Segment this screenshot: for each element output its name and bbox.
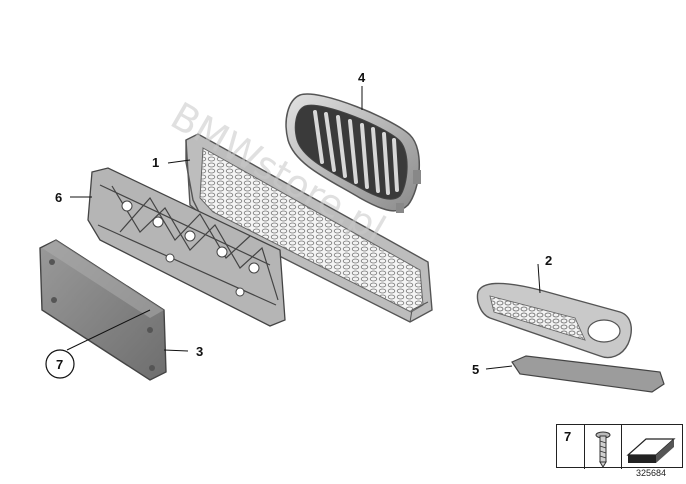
callout-3: 3 bbox=[196, 344, 203, 359]
trim-strip-part bbox=[511, 355, 665, 393]
diagram-reference-number: 325684 bbox=[636, 468, 667, 478]
callout-2: 2 bbox=[545, 253, 552, 268]
callout-4: 4 bbox=[358, 70, 366, 85]
licence-plate-base-part bbox=[39, 239, 167, 381]
legend-divider bbox=[584, 425, 585, 469]
callout-7-marker: 7 bbox=[45, 349, 75, 379]
legend-divider bbox=[621, 425, 622, 469]
side-grille-part bbox=[476, 282, 632, 359]
lower-centre-grille-part bbox=[185, 133, 433, 323]
screw-icon bbox=[595, 431, 611, 468]
callout-1: 1 bbox=[152, 155, 159, 170]
callout-6: 6 bbox=[55, 190, 62, 205]
legend-number: 7 bbox=[564, 429, 572, 444]
plate-carrier-part bbox=[87, 167, 286, 327]
panel-edge-icon bbox=[626, 438, 676, 463]
callout-5: 5 bbox=[472, 362, 479, 377]
callout-7: 7 bbox=[56, 357, 63, 372]
kidney-grille-part bbox=[285, 93, 421, 213]
hardware-legend-box: 7 bbox=[556, 424, 683, 469]
leader-lines bbox=[66, 86, 541, 370]
